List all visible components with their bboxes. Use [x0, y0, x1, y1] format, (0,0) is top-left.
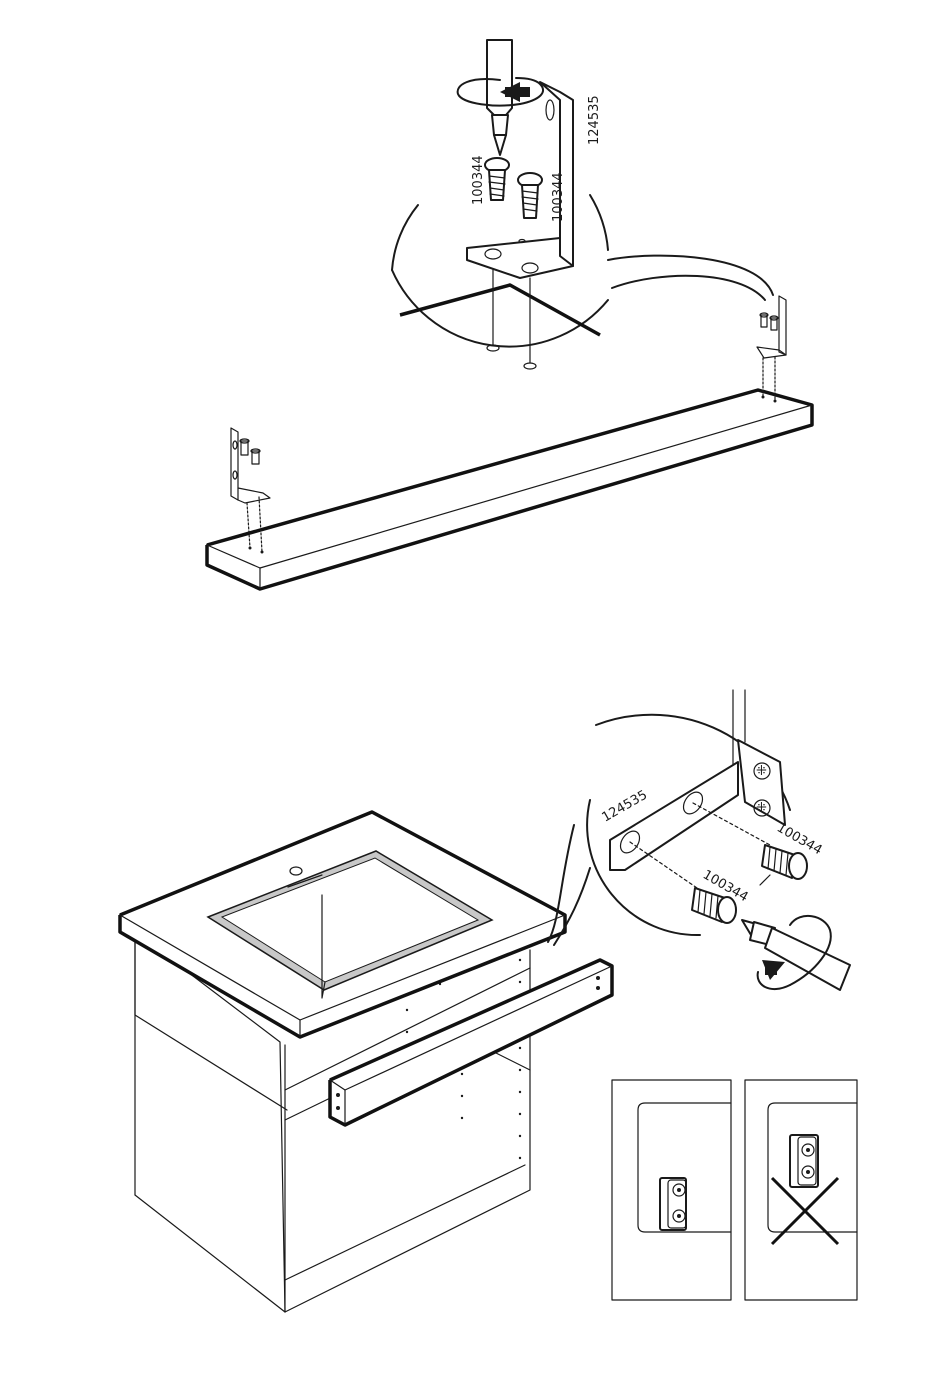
correct-orientation-box: [612, 1080, 731, 1300]
detail-magnifier-circle: [392, 195, 773, 369]
board-panel: [207, 390, 812, 589]
svg-text:⁜: ⁜: [756, 764, 767, 779]
incorrect-orientation-box: [745, 1080, 857, 1300]
small-screw-icon-a: [240, 439, 249, 455]
screw-100344-left: [485, 158, 509, 200]
svg-text:⁜: ⁜: [756, 801, 767, 816]
small-screw-icon-b: [251, 449, 260, 464]
step-2-cabinet-assembly: ⁜ ⁜ 124535 1003: [120, 690, 850, 1312]
sink-countertop: [120, 812, 565, 1037]
part-number-screw-right-step1: 100344: [551, 172, 566, 222]
part-number-screw-left-step1: 100344: [471, 155, 486, 205]
small-screw-icon-d: [770, 316, 778, 330]
screw-100344-right: [518, 173, 542, 218]
small-bracket-right: [757, 296, 786, 401]
screwdriver-icon: [487, 40, 512, 155]
part-number-bracket-step1: 124535: [587, 95, 602, 145]
screw-100344-detail-top: [762, 845, 807, 879]
step-1-board-with-brackets: 124535 100344 100344: [207, 40, 812, 589]
small-screw-icon-c: [760, 313, 768, 327]
